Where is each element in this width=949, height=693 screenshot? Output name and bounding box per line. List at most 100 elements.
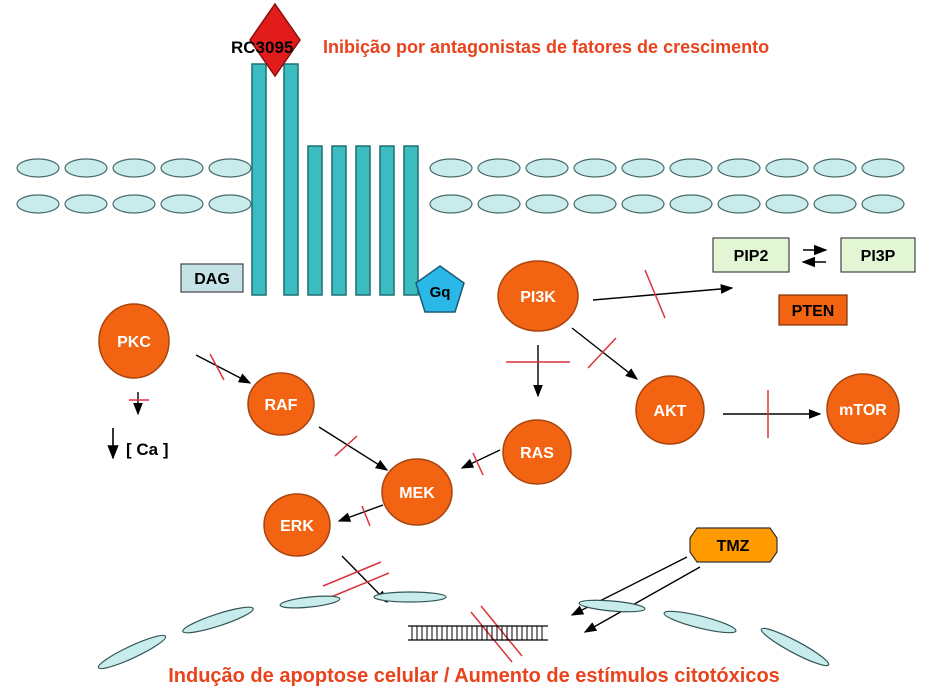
raf-node	[247, 372, 315, 436]
tmz-octagon	[689, 527, 778, 563]
pip2-box	[712, 237, 790, 273]
pi3p-box	[840, 237, 916, 273]
membrane-lipid	[621, 158, 665, 178]
pathway-nodes: PKC RAF MEK ERK RAS PI3K AKT mTOR	[98, 260, 900, 557]
membrane-lipid	[16, 194, 60, 214]
pkc-node	[98, 303, 170, 379]
membrane-lipid	[525, 194, 569, 214]
ras-node	[502, 419, 572, 485]
pkc-to-raf-arrow	[195, 354, 252, 384]
inhibit-mark	[334, 435, 358, 457]
tmz-to-dna-arrow-2	[583, 566, 701, 633]
membrane-lipid	[208, 158, 252, 178]
nuclear-segment	[182, 606, 254, 634]
pi3p-label: PI3P	[861, 248, 896, 265]
membrane-lipid	[717, 194, 761, 214]
membrane-lipid	[813, 158, 857, 178]
membrane-lipid	[160, 194, 204, 214]
membrane-lipid	[573, 158, 617, 178]
receptor-bar	[379, 145, 395, 296]
membrane-lipid	[861, 194, 905, 214]
nuclear-segment	[760, 627, 830, 667]
membrane-lipid	[717, 158, 761, 178]
membrane-lipid	[64, 194, 108, 214]
akt-label: AKT	[654, 403, 687, 420]
gq-pentagon	[415, 265, 465, 313]
nuclear-segment	[578, 599, 646, 613]
receptor-label: RC3095	[231, 38, 293, 57]
membrane-lipid	[765, 158, 809, 178]
pathway-arrows	[195, 284, 822, 633]
nuclear-segment	[373, 591, 447, 603]
membrane-lipid	[208, 194, 252, 214]
cell-membrane	[16, 158, 905, 214]
receptor-column	[251, 63, 419, 296]
erk-node	[263, 493, 331, 557]
raf-to-mek-arrow	[318, 426, 389, 471]
mek-to-erk-arrow	[337, 504, 384, 522]
receptor-bar	[251, 63, 267, 296]
membrane-lipid	[765, 194, 809, 214]
tmz-label: TMZ	[717, 538, 750, 555]
membrane-lipid	[573, 194, 617, 214]
membrane-lipid	[429, 158, 473, 178]
inhibit-mark	[472, 452, 484, 476]
pten-label: PTEN	[792, 303, 835, 320]
pi3k-to-pip-arrow	[592, 284, 734, 301]
nuclear-segment	[663, 610, 737, 634]
membrane-lipid	[477, 158, 521, 178]
membrane-lipid	[669, 194, 713, 214]
membrane-lipid	[525, 158, 569, 178]
mek-node	[381, 458, 453, 526]
receptor-bar	[355, 145, 371, 296]
membrane-lipid	[669, 158, 713, 178]
pten-box	[778, 294, 848, 326]
membrane-lipid	[477, 194, 521, 214]
erk-label: ERK	[280, 518, 314, 535]
receptor-bar	[331, 145, 347, 296]
antagonist-diamond	[249, 2, 301, 78]
receptor-bar	[307, 145, 323, 296]
mtor-label: mTOR	[839, 402, 887, 419]
nuclear-segment	[97, 634, 167, 670]
akt-node	[635, 375, 705, 445]
membrane-lipid	[861, 158, 905, 178]
dag-box	[180, 263, 244, 293]
inhibit-mark	[587, 337, 617, 369]
membrane-lipid	[160, 158, 204, 178]
inhibit-mark	[209, 353, 225, 381]
inhibit-mark	[322, 561, 382, 587]
inhibit-mark	[644, 269, 666, 319]
ras-label: RAS	[520, 445, 554, 462]
receptor-bar	[403, 145, 419, 296]
inhibit-mark	[330, 572, 390, 598]
bottom-caption: Indução de apoptose celular / Aumento de…	[168, 665, 780, 687]
calcium-label: [ Ca ]	[126, 440, 169, 459]
membrane-lipid	[16, 158, 60, 178]
mek-label: MEK	[399, 485, 435, 502]
mtor-node	[826, 373, 900, 445]
top-caption: Inibição por antagonistas de fatores de …	[323, 37, 769, 57]
ras-to-mek-arrow	[460, 449, 501, 469]
dna-rungs	[411, 626, 543, 640]
membrane-lipid	[112, 158, 156, 178]
dag-label: DAG	[194, 271, 230, 288]
pi3k-label: PI3K	[520, 289, 556, 306]
raf-label: RAF	[265, 397, 298, 414]
membrane-lipid	[112, 194, 156, 214]
inhibit-mark	[361, 505, 371, 527]
pip2-label: PIP2	[734, 248, 769, 265]
membrane-lipid	[64, 158, 108, 178]
dna-ladder	[408, 625, 548, 641]
pkc-label: PKC	[117, 334, 151, 351]
nuclear-envelope	[97, 591, 830, 670]
membrane-lipid	[621, 194, 665, 214]
nuclear-segment	[279, 595, 341, 609]
membrane-lipid	[429, 194, 473, 214]
membrane-lipid	[813, 194, 857, 214]
pi3k-node	[497, 260, 579, 332]
receptor-bar	[283, 63, 299, 296]
gq-label: Gq	[430, 284, 451, 301]
